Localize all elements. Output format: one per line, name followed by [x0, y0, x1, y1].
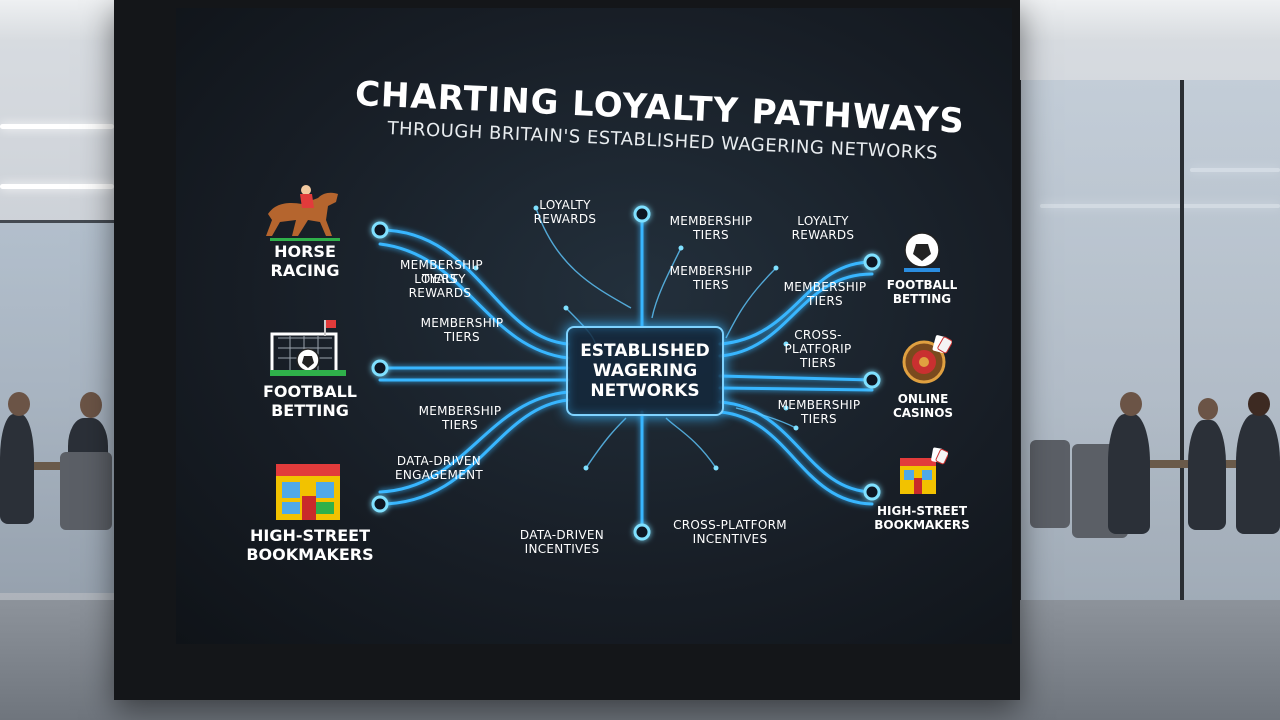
path-label: MEMBERSHIP TIERS [669, 214, 753, 242]
small-node [793, 425, 799, 431]
horse-racing-icon [262, 180, 346, 242]
connector-line [378, 242, 570, 360]
shopfront-cards-icon [898, 446, 949, 496]
path-label: LOYALTY REWARDS [791, 214, 855, 242]
central-hub: ESTABLISHED WAGERING NETWORKS [566, 326, 724, 416]
person-head [1198, 398, 1218, 420]
branch-line [651, 247, 682, 319]
connector-line [718, 374, 874, 382]
category-high-street-bookmakers-right: HIGH-STREET BOOKMAKERS [874, 504, 970, 532]
connector-line [718, 400, 874, 494]
person [0, 414, 34, 524]
path-label: MEMBERSHIP TIERS [669, 264, 753, 292]
small-node [773, 265, 779, 271]
small-node [678, 245, 684, 251]
connector-line [718, 272, 874, 358]
small-node [563, 305, 569, 311]
path-label: MEMBERSHIP TIERS [400, 258, 483, 286]
small-node [583, 465, 589, 471]
category-horse-racing: HORSE RACING [270, 242, 340, 280]
category-high-street-bookmakers: HIGH-STREET BOOKMAKERS [246, 526, 374, 564]
person-head [1120, 392, 1142, 416]
network-node [371, 359, 389, 377]
person-head [80, 392, 102, 418]
path-label: DATA-DRIVEN ENGAGEMENT [395, 454, 483, 482]
ceiling-light [0, 184, 114, 189]
hub-label-line: NETWORKS [590, 381, 700, 401]
chair [60, 452, 112, 530]
network-node [633, 205, 651, 223]
category-online-casinos: ONLINE CASINOS [892, 392, 954, 420]
branch-line [665, 417, 717, 469]
path-label: LOYALTY REWARDS [533, 198, 597, 226]
hub-label-line: ESTABLISHED [580, 341, 710, 361]
network-node [371, 495, 389, 513]
connector-line [718, 410, 874, 506]
path-label: LOYALTY REWARDS [408, 272, 472, 300]
network-node [863, 371, 881, 389]
meeting-table [0, 462, 110, 470]
small-node [783, 405, 789, 411]
connector-line [718, 260, 874, 346]
ceiling-light [0, 124, 114, 129]
small-node [713, 465, 719, 471]
person-head [8, 392, 30, 416]
football-icon [900, 230, 944, 274]
connector-line [378, 398, 570, 506]
path-label: MEMBERSHIP TIERS [777, 398, 861, 426]
small-node [473, 265, 479, 271]
display-screen: CHARTING LOYALTY PATHWAYS THROUGH BRITAI… [176, 8, 1012, 644]
category-football-betting-right: FOOTBALL BETTING [886, 278, 958, 306]
path-label: DATA-DRIVEN INCENTIVES [519, 528, 605, 556]
small-node [783, 341, 789, 347]
shopfront-icon [272, 460, 344, 522]
hub-label-line: WAGERING [592, 361, 698, 381]
connector-line [378, 228, 570, 346]
path-label: CROSS-PLATFORIP TIERS [784, 328, 852, 370]
path-label: MEMBERSHIP TIERS [418, 404, 502, 432]
person [1236, 414, 1280, 534]
small-node [533, 205, 539, 211]
person [1188, 420, 1226, 530]
person-head [1248, 392, 1270, 416]
network-node [633, 523, 651, 541]
path-label: CROSS-PLATFORM INCENTIVES [673, 518, 787, 546]
connector-line [378, 390, 570, 494]
branch-line [535, 207, 632, 309]
network-node [863, 253, 881, 271]
branch-line [585, 417, 627, 469]
roulette-icon [900, 334, 953, 386]
network-node [371, 221, 389, 239]
football-goal-icon [270, 318, 346, 376]
path-label: MEMBERSHIP TIERS [420, 316, 504, 344]
branch-line [725, 267, 777, 339]
path-label: MEMBERSHIP TIERS [783, 280, 867, 308]
branch-line [735, 407, 797, 429]
category-football-betting: FOOTBALL BETTING [262, 382, 357, 420]
network-node [863, 483, 881, 501]
person [1108, 414, 1150, 534]
connector-line [718, 386, 874, 392]
glass-mullion [1180, 80, 1184, 600]
chair [1030, 440, 1070, 528]
